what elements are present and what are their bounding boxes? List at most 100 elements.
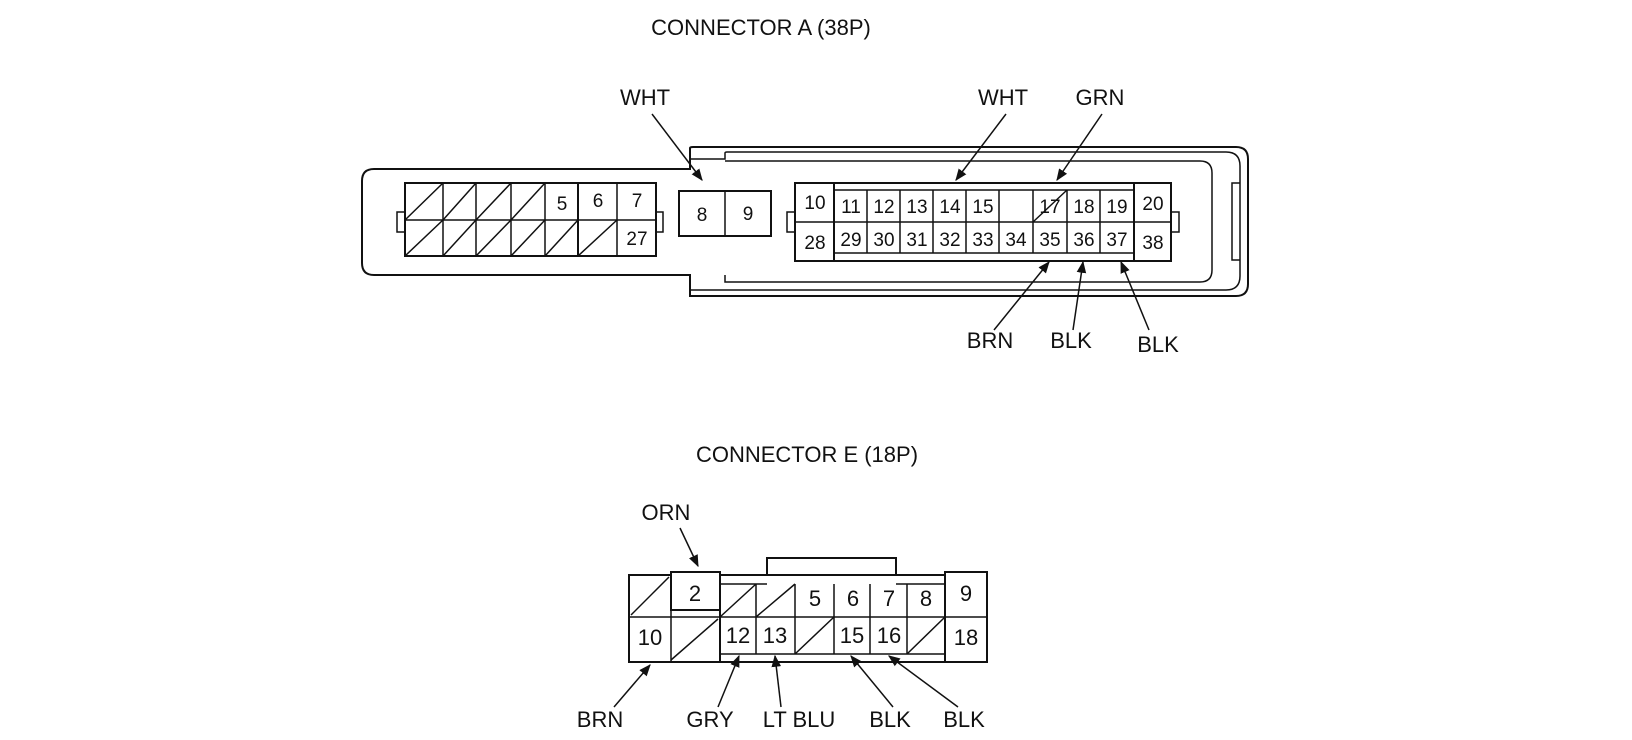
pin-e18: 18: [954, 625, 978, 650]
empty-cavity: [630, 576, 670, 616]
connector-a-callouts: WHT WHT GRN BRN BLK BLK: [620, 85, 1179, 357]
wire-label-e16: BLK: [943, 707, 985, 732]
empty-cavity: [719, 583, 757, 618]
leader-e10: [613, 664, 651, 708]
pin-a20: 20: [1142, 194, 1163, 215]
empty-cavity: [906, 616, 946, 655]
connector-e-pins: 2 5 6 7 8 9 10 12 13 15 16 18: [638, 581, 978, 650]
connector-a-latch: [1231, 182, 1240, 261]
pin-a5: 5: [557, 194, 568, 215]
leader-e2: [679, 527, 699, 568]
connector-a-center-block: 8 9: [678, 190, 772, 237]
connector-a-housing: [361, 146, 1249, 297]
leader-a8: [651, 113, 703, 181]
pin-a12: 12: [873, 197, 894, 218]
pin-a19: 19: [1106, 197, 1127, 218]
leader-a14: [955, 113, 1007, 181]
pin-a17: 17: [1039, 197, 1060, 218]
pin-a28: 28: [804, 233, 825, 254]
pin-a14: 14: [939, 197, 961, 218]
leader-a37: [1120, 260, 1150, 331]
pin-a35: 35: [1039, 230, 1060, 251]
connector-e-callouts: ORN BRN GRY LT BLU BLK BLK: [577, 500, 985, 732]
empty-cavity: [1032, 189, 1068, 223]
pin-e13: 13: [763, 623, 787, 648]
empty-cavity: [670, 618, 719, 661]
pin-e12: 12: [726, 623, 750, 648]
pin-a31: 31: [906, 230, 927, 251]
wire-label-a36: BLK: [1050, 328, 1092, 353]
empty-cavity: [404, 219, 444, 257]
pin-e9: 9: [960, 581, 972, 606]
wire-label-e10: BRN: [577, 707, 623, 732]
pin-e2: 2: [689, 581, 701, 606]
pin-a11: 11: [841, 197, 861, 218]
wire-label-e2: ORN: [642, 500, 691, 525]
pin-a37: 37: [1106, 230, 1127, 251]
connector-e-grid: [629, 575, 987, 662]
leader-a17: [1056, 113, 1103, 181]
connector-e-pin2-cavity: [670, 571, 721, 611]
pin-e10: 10: [638, 625, 662, 650]
pin-a30: 30: [873, 230, 894, 251]
empty-cavity: [510, 219, 546, 257]
connector-e-housing: [628, 557, 988, 663]
leader-a35: [993, 261, 1050, 331]
connector-a-right-block: 10 11 12 13 14 15 17 18 19 20 28 29 30 3…: [786, 182, 1180, 262]
pin-e8: 8: [920, 586, 932, 611]
pin-e5: 5: [809, 586, 821, 611]
wire-label-a8: WHT: [620, 85, 670, 110]
pin-a6: 6: [593, 191, 604, 212]
empty-cavity: [577, 219, 618, 257]
empty-cavity: [404, 182, 444, 221]
empty-cavity: [475, 182, 512, 221]
pin-a34: 34: [1005, 230, 1027, 251]
wire-label-e13: LT BLU: [763, 707, 836, 732]
empty-cavity: [755, 583, 796, 618]
pin-a13: 13: [906, 197, 927, 218]
empty-cavity: [475, 219, 512, 257]
pin-a33: 33: [972, 230, 993, 251]
leader-e13: [771, 654, 782, 708]
empty-cavity: [510, 182, 546, 221]
pin-a32: 32: [939, 230, 960, 251]
empty-cavity: [442, 219, 477, 257]
pin-a15: 15: [972, 197, 993, 218]
pin-a7: 7: [632, 191, 643, 212]
connector-e-title: CONNECTOR E (18P): [696, 442, 918, 467]
wire-label-a37: BLK: [1137, 332, 1179, 357]
pin-e16: 16: [877, 623, 901, 648]
empty-cavity: [794, 616, 835, 655]
pin-a8: 8: [697, 205, 708, 226]
connector-a-shell: [361, 146, 1249, 297]
leader-a36: [1072, 260, 1087, 331]
connector-a: CONNECTOR A (38P): [361, 15, 1249, 357]
connector-a-left-block: 5 6 7 27: [396, 182, 664, 257]
pin-a27: 27: [626, 229, 647, 250]
pin-a38: 38: [1142, 233, 1163, 254]
pin-a36: 36: [1073, 230, 1094, 251]
pin-e15: 15: [840, 623, 864, 648]
empty-cavity: [442, 182, 477, 221]
pin-e7: 7: [883, 586, 895, 611]
pin-a29: 29: [840, 230, 861, 251]
connector-a-left-key: [396, 211, 406, 233]
connector-a-right-key-left: [786, 211, 796, 233]
connector-a-inner-rim: [690, 151, 1241, 291]
wire-label-a14: WHT: [978, 85, 1028, 110]
wire-label-e15: BLK: [869, 707, 911, 732]
leader-e12: [717, 654, 740, 708]
connector-a-inner-wall: [724, 160, 1213, 283]
pin-a10: 10: [804, 193, 825, 214]
connector-e: CONNECTOR E (18P): [577, 442, 988, 732]
pin-e6: 6: [847, 586, 859, 611]
connector-a-right-key: [1170, 211, 1180, 233]
leader-e16: [888, 655, 959, 708]
empty-cavity: [544, 219, 579, 257]
pin-a9: 9: [743, 204, 754, 225]
connector-a-title: CONNECTOR A (38P): [651, 15, 871, 40]
pin-a18: 18: [1073, 197, 1094, 218]
wire-label-e12: GRY: [686, 707, 734, 732]
leader-e15: [850, 655, 894, 708]
